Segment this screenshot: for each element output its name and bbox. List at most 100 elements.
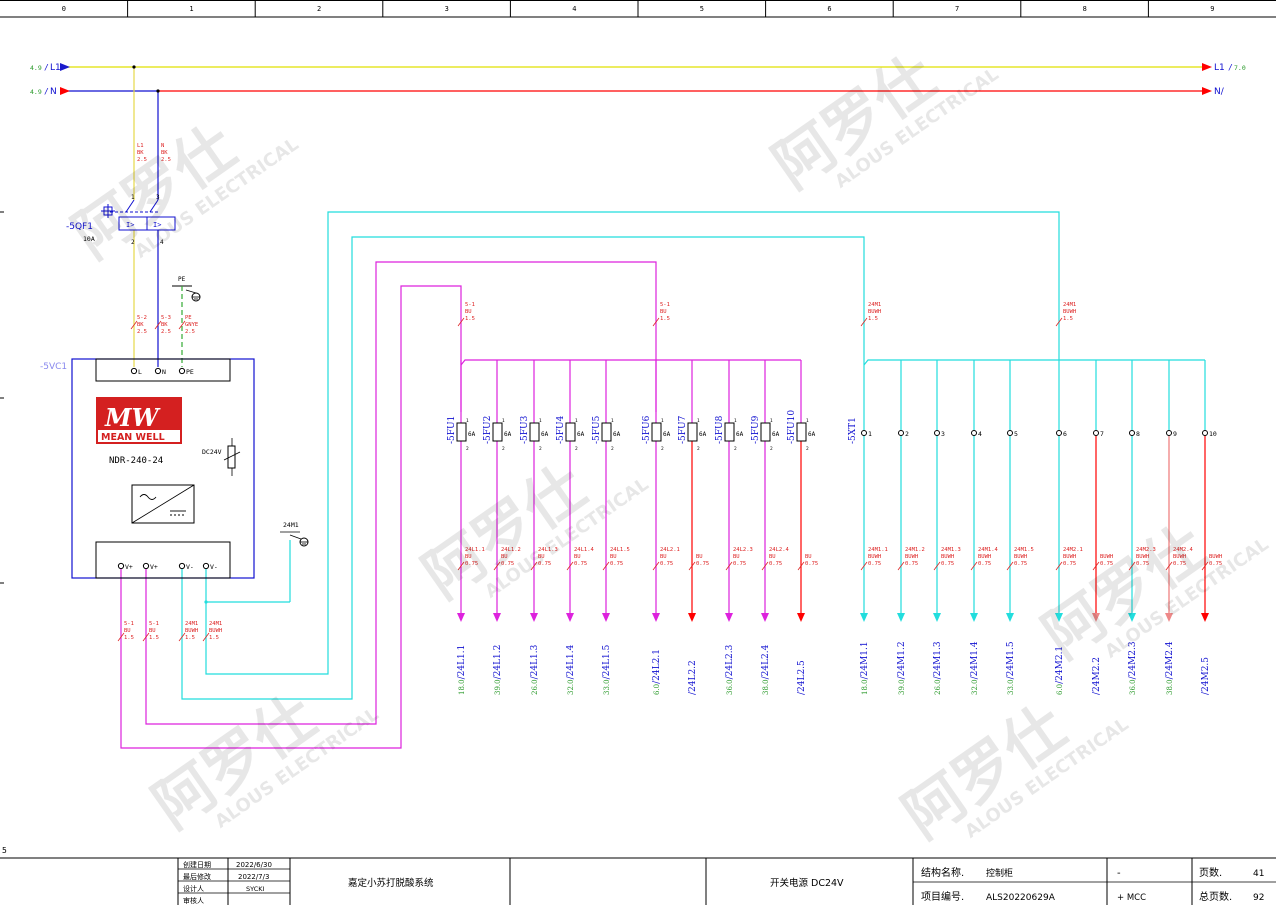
total-pages: 92 xyxy=(1253,893,1264,903)
designer: SYCKI xyxy=(246,885,265,893)
wire-spec: 2.5 xyxy=(161,157,171,163)
tb-location: + MCC xyxy=(1117,893,1146,903)
psu-model: NDR-240-24 xyxy=(109,456,163,466)
breaker-tag: -5QF1 xyxy=(66,222,93,232)
wire-spec: 24M1 xyxy=(1063,302,1076,308)
fuse-target: /24L2.5 xyxy=(797,660,807,695)
ground-icon xyxy=(299,537,309,547)
target-ref: /24L2.3 xyxy=(725,644,735,679)
wire-spec: 24M1.2 xyxy=(905,547,925,553)
ground-lead xyxy=(289,534,302,540)
pe-label: PE xyxy=(178,276,186,283)
fuse-pin: 1 xyxy=(734,418,737,424)
target-page: 32.0 xyxy=(971,679,979,695)
fuse-pin: 2 xyxy=(734,446,737,452)
target-page: 39.0 xyxy=(494,679,502,695)
wire-tick xyxy=(860,317,868,327)
terminal-7 xyxy=(1093,430,1099,436)
wire-tick xyxy=(1055,561,1063,571)
psu-output-label: V+ xyxy=(125,563,133,571)
terminal-9 xyxy=(1166,430,1172,436)
terminal-5 xyxy=(1007,430,1013,436)
fuse-tag: -5FU9 xyxy=(751,415,761,444)
wire-tick xyxy=(530,561,538,571)
wire-spec: BU xyxy=(501,554,508,560)
reviewer-label: 审核人 xyxy=(183,896,204,905)
wire-spec: BUWH xyxy=(1063,309,1076,315)
fuse-rating: 6A xyxy=(808,431,816,438)
wire-tick xyxy=(897,561,905,571)
wire-spec: 2.5 xyxy=(185,329,195,335)
wire-spec: 0.75 xyxy=(1173,561,1186,567)
breaker-mark: I> xyxy=(126,221,134,229)
wire-tick xyxy=(688,561,696,571)
target-page: 18.0 xyxy=(861,679,869,695)
wire-tick xyxy=(457,317,465,327)
arrow-head xyxy=(1092,613,1100,622)
terminal-strip-tag: -5XT1 xyxy=(848,417,858,444)
arrow-head xyxy=(1006,613,1014,622)
project-number-label: 项目编号. xyxy=(921,890,964,903)
wire-tick xyxy=(117,632,125,642)
psu-converter-icon xyxy=(131,484,195,524)
arrow-head xyxy=(860,613,868,622)
terminal-number: 2 xyxy=(905,430,909,438)
pin: 2 xyxy=(131,239,135,246)
target-page: 33.0 xyxy=(603,679,611,695)
wire-spec: 0.75 xyxy=(1136,561,1149,567)
wire-tick xyxy=(1006,561,1014,571)
fuse-pin: 1 xyxy=(539,418,542,424)
wire-spec: 24M1.1 xyxy=(868,547,888,553)
target-ref: /24M2.3 xyxy=(1128,641,1138,679)
meanwell-logo-band xyxy=(98,430,180,442)
struct-label: 结构名称. xyxy=(921,866,964,879)
target-page: 26.0 xyxy=(934,679,942,695)
fuse-target: /24L2.2 xyxy=(688,660,698,695)
created-label: 创建日期 xyxy=(183,860,211,869)
terminal-target: 18.0/24M1.1 xyxy=(860,641,870,695)
wire-spec: BU xyxy=(696,554,703,560)
target-ref: /24M2.4 xyxy=(1165,641,1175,679)
wire-spec: BUWH xyxy=(1014,554,1027,560)
junction xyxy=(204,600,208,604)
wire-spec: BUWH xyxy=(868,309,881,315)
wire-tick xyxy=(933,561,941,571)
wire-spec: BUWH xyxy=(868,554,881,560)
pin: 4 xyxy=(160,239,164,246)
target-ref: /24L1.2 xyxy=(493,645,503,680)
terminal-target: 33.0/24M1.5 xyxy=(1006,641,1016,695)
psu-body xyxy=(71,358,255,579)
wire-spec: BU xyxy=(733,554,740,560)
meanwell-brand: MEAN WELL xyxy=(101,432,165,443)
ruler-number: 0 xyxy=(62,5,66,13)
wire-spec: BU xyxy=(538,554,545,560)
page-number: 41 xyxy=(1253,869,1264,879)
fuse-5 xyxy=(601,422,612,442)
wire-spec: BU xyxy=(805,554,812,560)
ruler-number: 6 xyxy=(827,5,831,13)
fuse-tag: -5FU4 xyxy=(556,415,566,444)
psu-converter-icon xyxy=(131,484,195,524)
arrow-head xyxy=(1055,613,1063,622)
wire-spec: 0.75 xyxy=(1014,561,1027,567)
wire-spec: 2.5 xyxy=(137,329,147,335)
wire-spec: BU xyxy=(124,628,131,634)
tb-dash: - xyxy=(1117,868,1121,879)
wire-spec: BK xyxy=(161,150,168,156)
terminal-number: 10 xyxy=(1209,430,1217,438)
bus-sep: / xyxy=(1228,63,1233,72)
fuse-pin: 1 xyxy=(611,418,614,424)
arrow-head xyxy=(688,613,696,622)
target-ref: /24M1.1 xyxy=(860,641,870,679)
breaker-mark: I> xyxy=(153,221,161,229)
arrow-head xyxy=(970,613,978,622)
terminal-number: 5 xyxy=(1014,430,1018,438)
ruler-number: 5 xyxy=(700,5,704,13)
wire-spec: 24M1 xyxy=(185,621,198,627)
psu-terminal-pe xyxy=(178,367,186,375)
wire-spec: 1.5 xyxy=(124,635,134,641)
wire-spec: 5-1 xyxy=(124,621,134,627)
wire-spec: 0.75 xyxy=(696,561,709,567)
ground-lead xyxy=(185,289,197,294)
